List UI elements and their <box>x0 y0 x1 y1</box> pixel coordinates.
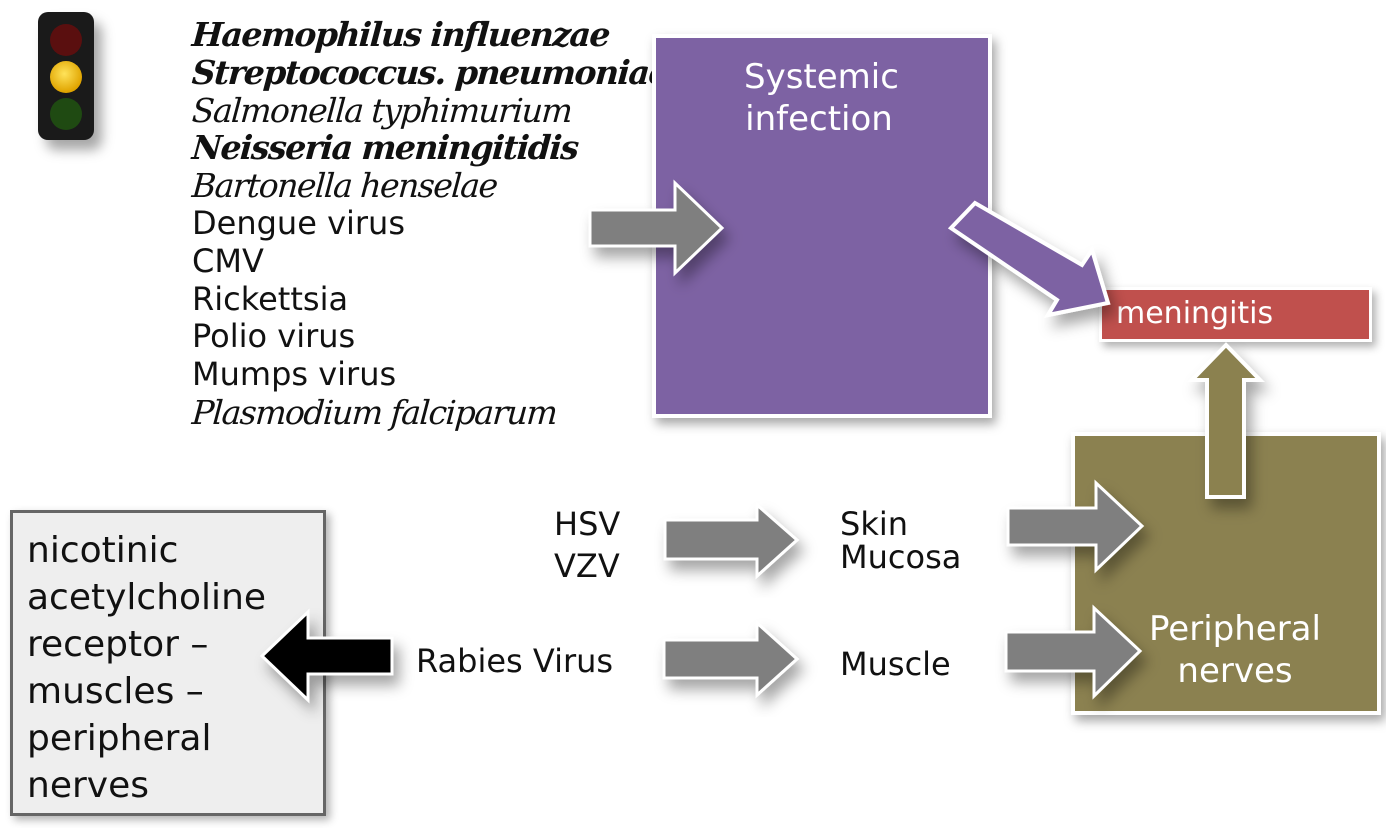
nachr-line: peripheral <box>27 718 212 759</box>
pathogen-item: Dengue virus <box>192 203 405 242</box>
arrow-to-meningitis-icon <box>947 200 1111 318</box>
pathogen-list: Haemophilus influenzae Streptococcus. pn… <box>191 15 670 432</box>
arrow-skin-to-peripheral-icon <box>1006 479 1145 574</box>
nachr-line: nicotinic <box>27 530 179 571</box>
yellow-lamp-icon <box>50 61 82 93</box>
nachr-line: acetylcholine <box>27 577 267 618</box>
pathogen-item: Rickettsia <box>192 279 349 318</box>
traffic-light-icon <box>38 12 94 140</box>
vzv-label: VZV <box>554 547 620 585</box>
arrow-rabies-to-muscle-icon <box>662 619 800 699</box>
arrow-rabies-to-nachr-icon <box>259 608 394 704</box>
arrow-to-systemic-icon <box>588 179 725 277</box>
nachr-line: muscles – <box>27 671 204 712</box>
nachr-line: nerves <box>27 765 149 806</box>
pathogen-item: Polio virus <box>192 317 356 356</box>
arrow-up-to-meningitis-icon <box>1187 342 1265 499</box>
nachr-line: receptor – <box>27 624 209 665</box>
green-lamp-icon <box>50 98 82 130</box>
peripheral-nerves-label: Peripheral nerves <box>1149 609 1321 691</box>
hsv-label: HSV <box>554 505 621 543</box>
skin-label: Skin <box>840 505 909 543</box>
muscle-label: Muscle <box>840 645 951 683</box>
systemic-infection-label: Systemic infection <box>744 57 899 139</box>
rabies-virus-label: Rabies Virus <box>416 642 614 680</box>
mucosa-label: Mucosa <box>840 538 962 576</box>
red-lamp-icon <box>50 24 82 56</box>
arrow-hsv-to-skin-icon <box>663 501 800 580</box>
pathogen-item: Mumps virus <box>192 355 397 394</box>
pathogen-item: CMV <box>192 241 264 280</box>
arrow-muscle-to-peripheral-icon <box>1004 604 1143 700</box>
meningitis-box: meningitis <box>1099 287 1372 342</box>
